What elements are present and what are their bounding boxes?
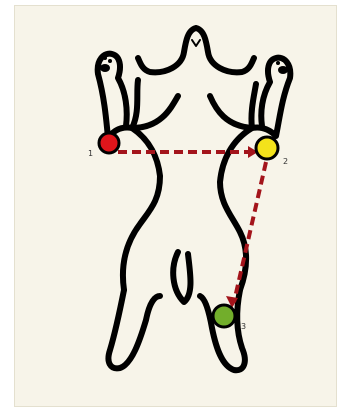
dog-outline (98, 28, 291, 370)
point-3-label: 3 (241, 322, 246, 331)
point-1-marker (99, 133, 119, 153)
dog-head (138, 28, 254, 72)
dog-right-hind-leg (200, 290, 245, 370)
point-2-label: 2 (283, 157, 288, 166)
point-1-label: 1 (88, 149, 93, 158)
point-3-marker (213, 305, 235, 327)
dog-snout (192, 40, 200, 46)
dog-left-hind-leg (108, 290, 160, 368)
point-2-marker (256, 137, 278, 159)
dog-tail (173, 252, 190, 302)
